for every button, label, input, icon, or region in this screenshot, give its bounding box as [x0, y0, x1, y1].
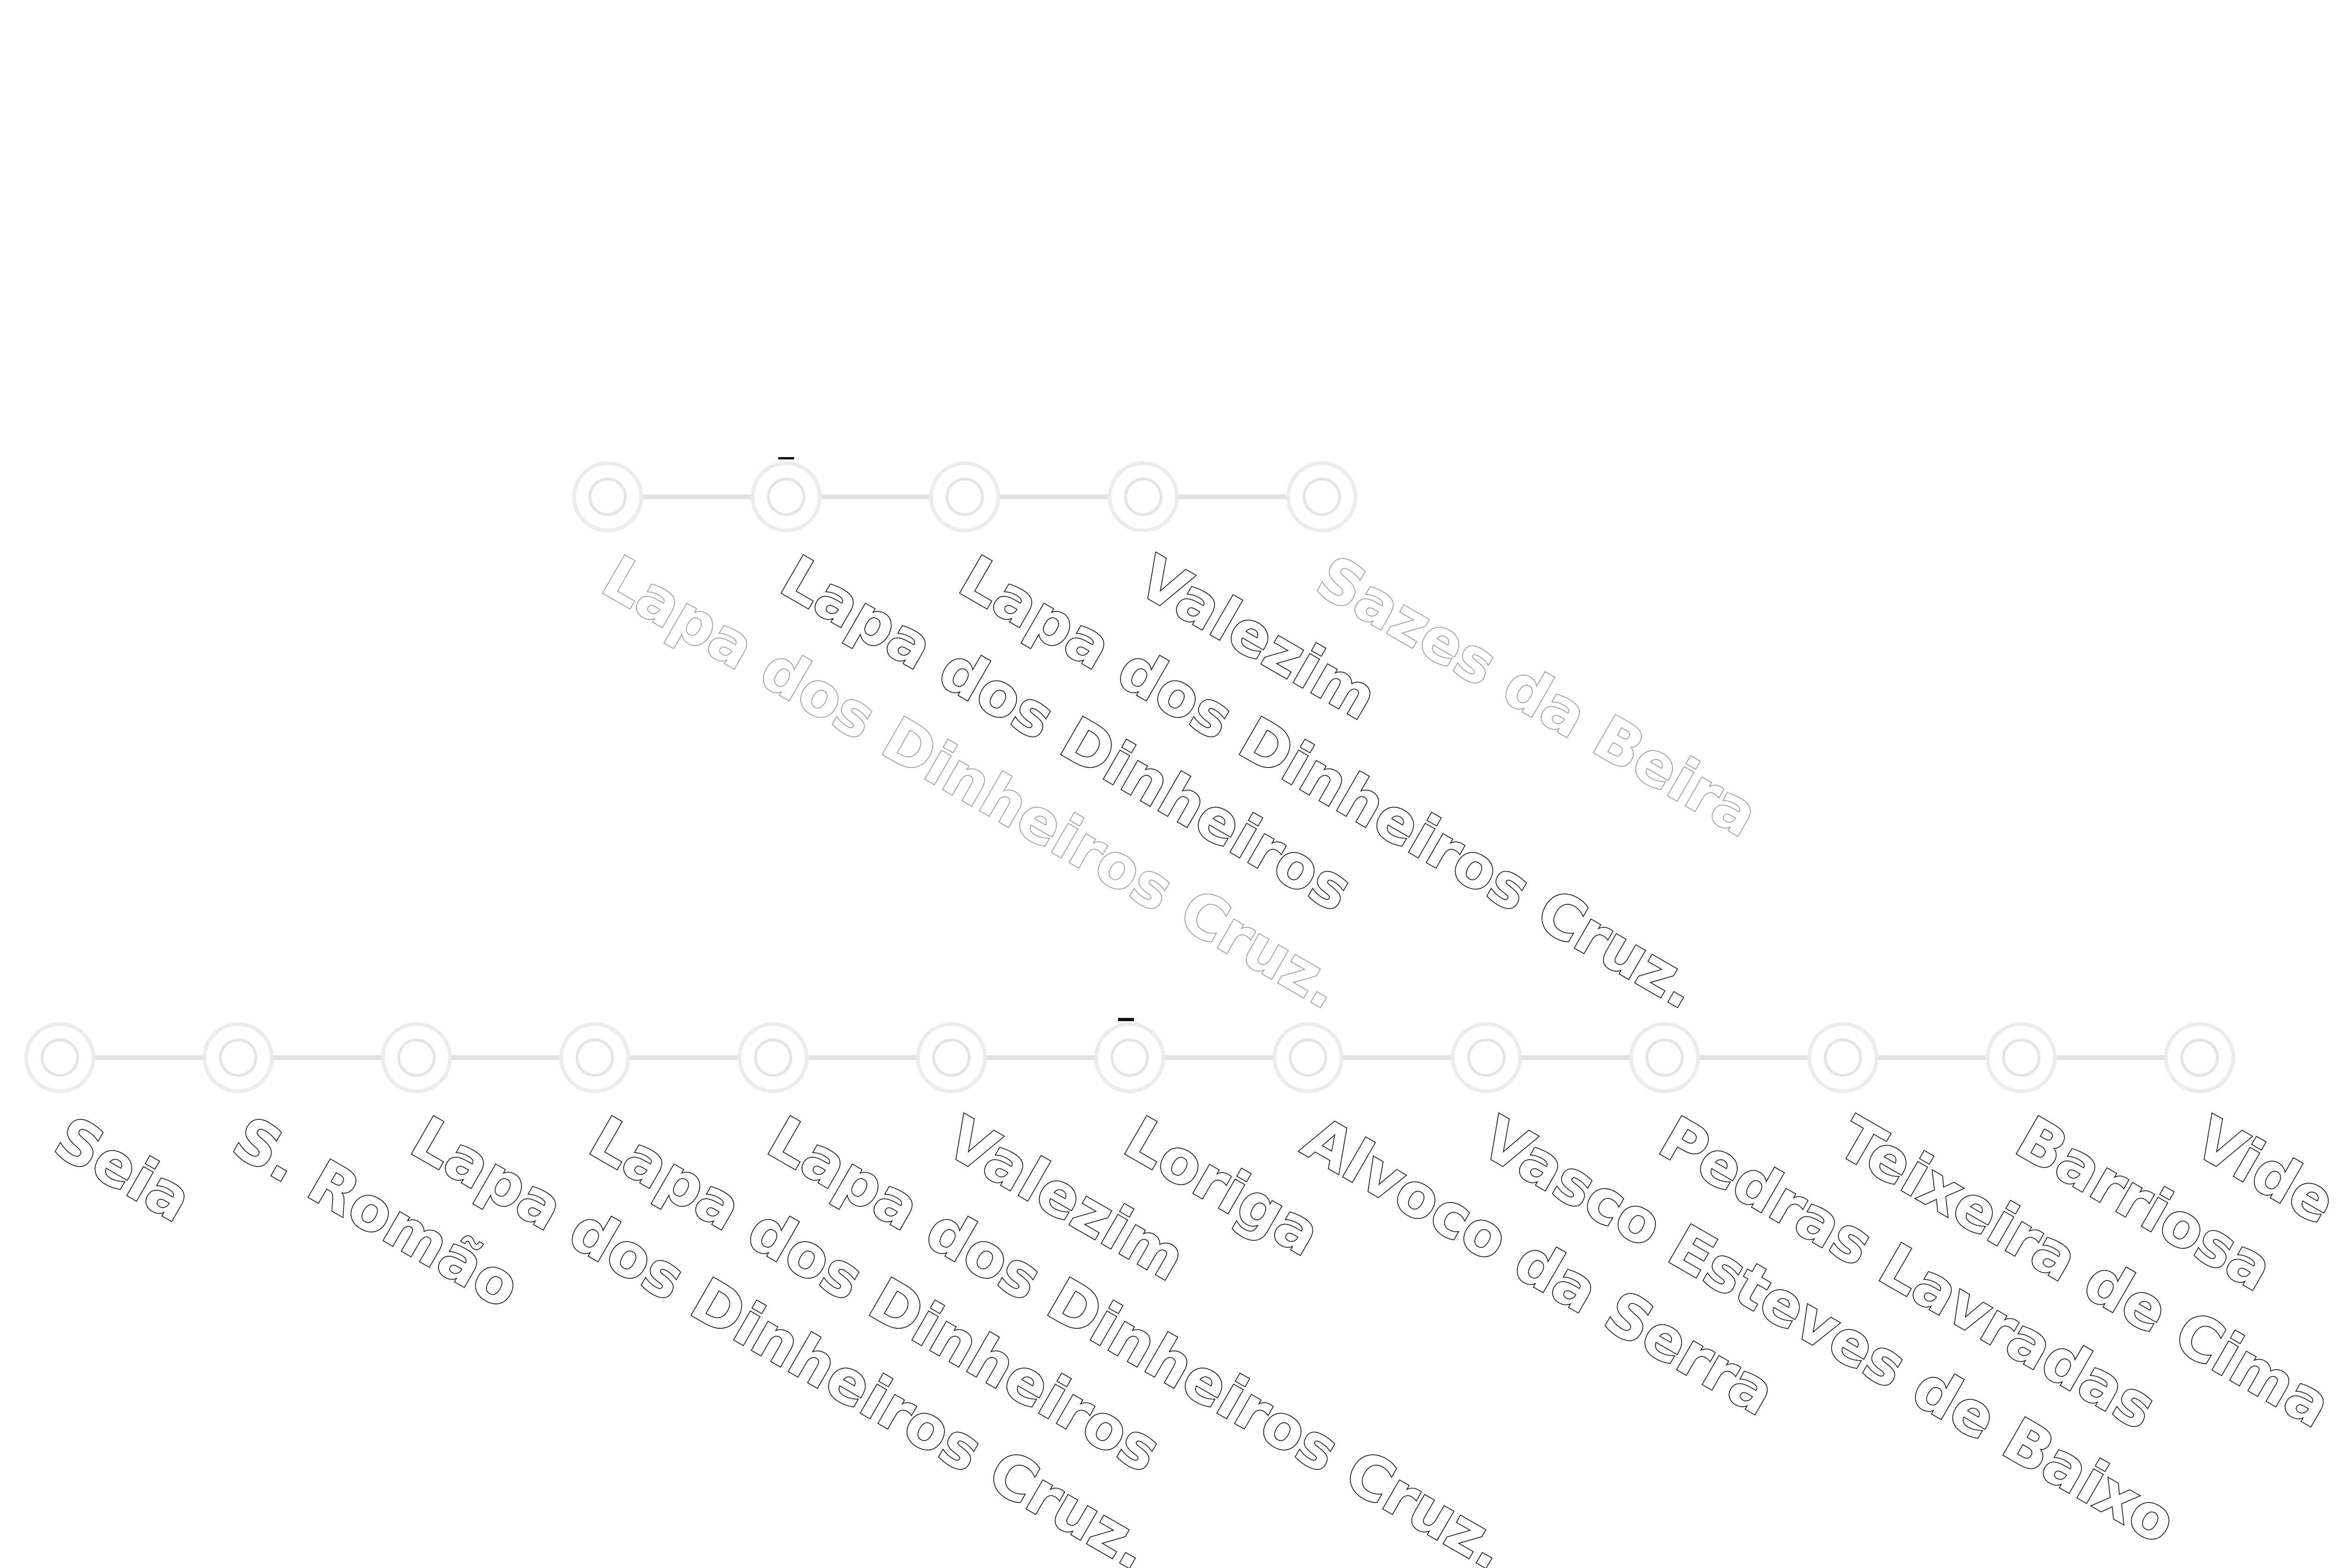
stop-ring-inner — [2180, 1038, 2219, 1077]
stop-marker — [738, 1022, 809, 1093]
stop-ring-inner — [397, 1038, 436, 1077]
stop-marker — [929, 461, 1000, 532]
stop-ring-inner — [946, 478, 984, 516]
stop-ring-inner — [1289, 1038, 1327, 1077]
stop-marker — [24, 1022, 95, 1093]
stop-ring-inner — [932, 1038, 971, 1077]
stop-marker — [202, 1022, 274, 1093]
stop-marker — [1272, 1022, 1344, 1093]
stop-marker — [559, 1022, 631, 1093]
stop-marker — [572, 461, 643, 532]
stop-ring-inner — [1824, 1038, 1862, 1077]
stop-marker — [916, 1022, 987, 1093]
stop-marker — [1094, 1022, 1165, 1093]
stop-marker — [1286, 461, 1357, 532]
stop-ring-inner — [2002, 1038, 2041, 1077]
stop-ring-inner — [1467, 1038, 1505, 1077]
stop-marker — [1986, 1022, 2057, 1093]
stop-ring-inner — [1111, 1038, 1149, 1077]
upper-route: Lapa dos Dinheiros Cruz.Lapa dos Dinheir… — [572, 457, 1771, 1024]
stop-ring-inner — [767, 478, 805, 516]
stop-ring-inner — [1124, 478, 1162, 516]
lower-route-dash-marker — [1118, 1018, 1134, 1021]
stop-ring-inner — [754, 1038, 792, 1077]
stop-ring-inner — [1303, 478, 1341, 516]
stop-marker — [2164, 1022, 2235, 1093]
stop-marker — [1629, 1022, 1700, 1093]
stop-marker — [1807, 1022, 1878, 1093]
stop-label: Seia — [43, 1103, 203, 1236]
stop-marker — [1108, 461, 1179, 532]
stop-ring-inner — [1645, 1038, 1684, 1077]
stop-marker — [751, 461, 822, 532]
stop-ring-inner — [575, 1038, 614, 1077]
stop-ring-inner — [219, 1038, 258, 1077]
upper-route-dash-marker — [778, 457, 794, 459]
stop-marker — [1451, 1022, 1522, 1093]
stop-ring-inner — [588, 478, 627, 516]
stop-ring-inner — [41, 1038, 79, 1077]
stop-marker — [381, 1022, 452, 1093]
